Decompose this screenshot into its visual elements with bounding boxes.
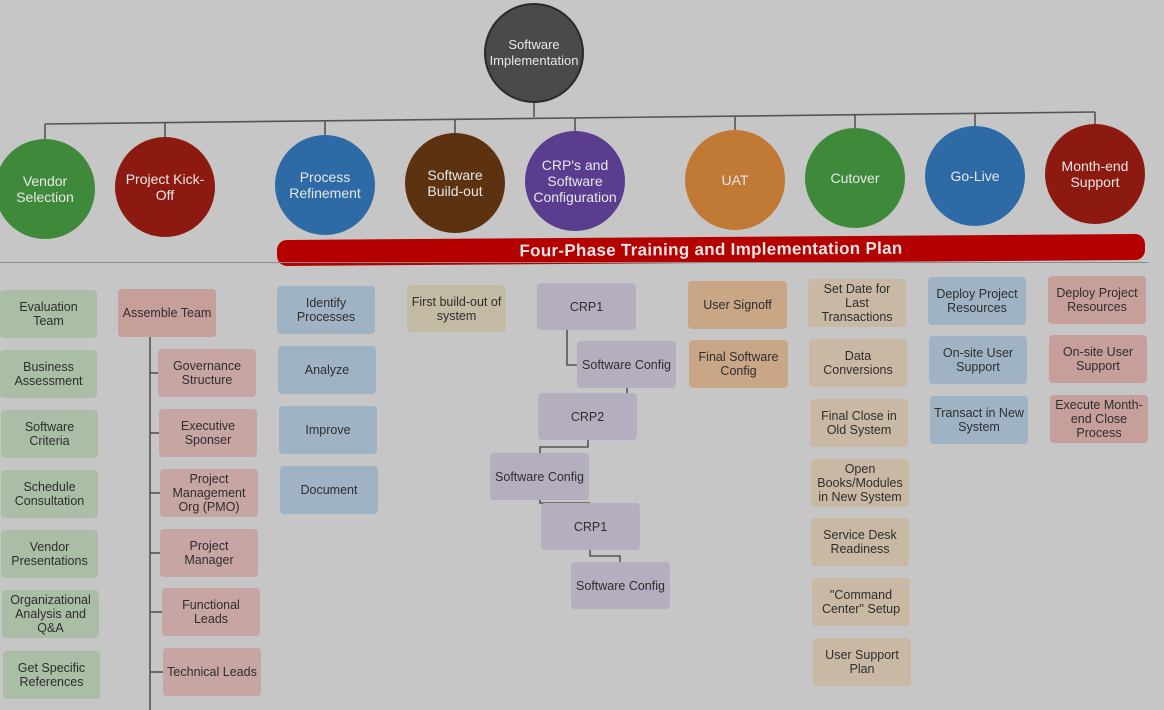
task-box: Executive Sponser [159,409,257,457]
phase-label: UAT [721,172,749,188]
phase-circle-process-refinement: Process Refinement [275,135,375,235]
phase-circle-month-end-support: Month-end Support [1045,124,1145,224]
phase-label: Software Build-out [427,167,483,199]
task-box: Schedule Consultation [1,470,98,518]
phase-label: CRP's and Software Configuration [533,157,617,205]
root-node-software-implementation: Software Implementation [484,3,584,103]
phase-circle-cutover: Cutover [805,128,905,228]
phase-circle-project-kickoff: Project Kick-Off [115,137,215,237]
task-box: Improve [279,406,377,454]
crp-connector [566,330,577,366]
task-box: Final Close in Old System [810,399,908,447]
phase-circle-vendor-selection: Vendor Selection [0,139,95,239]
task-box: Business Assessment [0,350,97,398]
task-box: User Signoff [688,281,787,329]
task-box: Service Desk Readiness [811,518,909,566]
task-box: Execute Month-end Close Process [1050,395,1148,443]
task-box: Document [280,466,378,514]
task-box: Get Specific References [3,651,100,699]
task-box: Vendor Presentations [1,530,98,578]
task-box: First build-out of system [407,285,506,332]
phase-bus [44,111,1096,125]
phase-label: Vendor Selection [16,173,74,205]
task-box: Technical Leads [163,648,261,696]
phase-label: Project Kick-Off [125,171,205,203]
phase-circle-go-live: Go-Live [925,126,1025,226]
task-box: "Command Center" Setup [812,578,910,626]
task-box: Transact in New System [930,396,1028,444]
task-box: Open Books/Modules in New System [811,459,909,507]
phase-label: Go-Live [950,168,1000,184]
phase-circle-uat: UAT [685,130,785,230]
task-box: Identify Processes [277,286,375,334]
task-box: On-site User Support [929,336,1027,384]
task-box: Deploy Project Resources [928,277,1026,325]
task-box: Project Management Org (PMO) [160,469,258,517]
root-label: Software Implementation [489,37,579,68]
task-box: Assemble Team [118,289,216,337]
task-box: Functional Leads [162,588,260,636]
banner-label: Four-Phase Training and Implementation P… [519,238,903,261]
task-box: CRP2 [538,393,637,440]
task-box: Deploy Project Resources [1048,276,1146,324]
task-box: User Support Plan [813,638,911,686]
task-box: CRP1 [541,503,640,550]
task-box: Data Conversions [809,339,907,387]
divider-line [0,262,1148,263]
phase-label: Process Refinement [289,169,361,201]
task-box: Governance Structure [158,349,256,397]
task-box: Software Config [577,341,676,388]
phase-circle-software-buildout: Software Build-out [405,133,505,233]
phase-label: Month-end Support [1061,158,1129,190]
task-box: Software Config [490,453,589,500]
task-box: Final Software Config [689,340,788,388]
task-box: Set Date for Last Transactions [808,279,906,327]
task-box: CRP1 [537,283,636,330]
task-box: Software Config [571,562,670,609]
task-box: Analyze [278,346,376,394]
phase-circle-crp-configuration: CRP's and Software Configuration [525,131,625,231]
crp-connector [539,440,589,453]
task-box: Software Criteria [1,410,98,458]
task-box: Evaluation Team [0,290,97,338]
task-box: On-site User Support [1049,335,1147,383]
task-box: Organizational Analysis and Q&A [2,590,99,638]
task-box: Project Manager [160,529,258,577]
phase-label: Cutover [830,170,880,186]
crp-connector [589,550,621,562]
